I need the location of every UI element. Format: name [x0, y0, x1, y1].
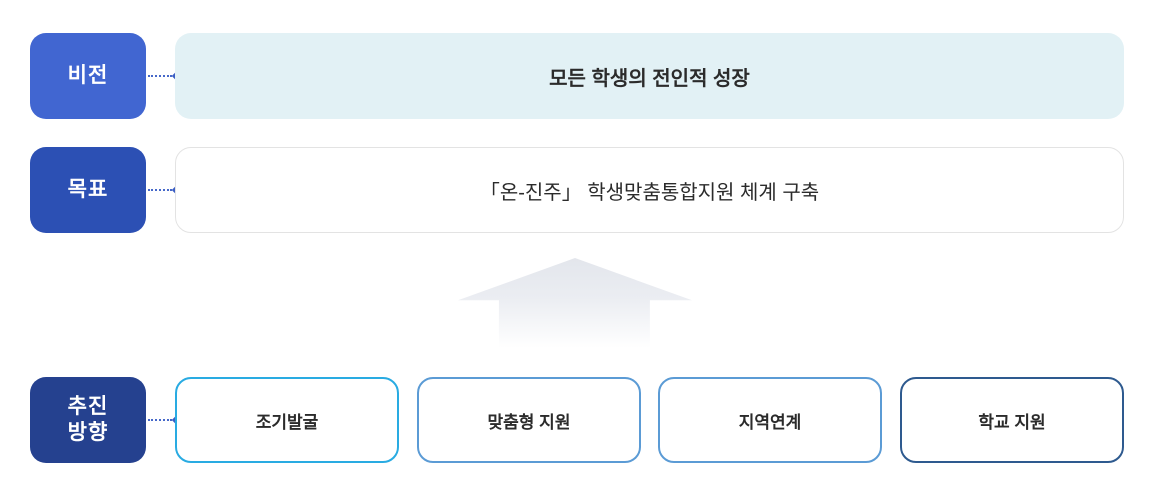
vision-content-box: 모든 학생의 전인적 성장: [175, 33, 1124, 119]
goal-content-box: 「온-진주」 학생맞춤통합지원 체계 구축: [175, 147, 1124, 233]
direction-item-regional-linkage: 지역연계: [658, 377, 882, 463]
direction-item-label: 지역연계: [738, 412, 802, 432]
direction-badge-label-line2: 방향: [67, 421, 109, 444]
goal-connector-dotted-line: [148, 185, 181, 195]
goal-content-text: 「온-진주」 학생맞춤통합지원 체계 구축: [479, 181, 820, 204]
direction-badge: 추진 방향: [30, 377, 146, 463]
up-arrow-icon: [458, 258, 692, 348]
direction-item-early-discovery: 조기발굴: [175, 377, 399, 463]
direction-item-school-support: 학교 지원: [900, 377, 1124, 463]
direction-connector-dotted-line: [148, 415, 181, 425]
goal-badge: 목표: [30, 147, 146, 233]
direction-item-label: 맞춤형 지원: [487, 412, 571, 432]
direction-badge-label-line1: 추진: [67, 394, 109, 418]
vision-badge: 비전: [30, 33, 146, 119]
direction-item-customized-support: 맞춤형 지원: [417, 377, 641, 463]
goal-badge-label: 목표: [67, 177, 109, 201]
direction-item-label: 조기발굴: [255, 412, 319, 432]
direction-item-label: 학교 지원: [978, 412, 1046, 432]
vision-badge-label: 비전: [67, 63, 109, 87]
vision-connector-dotted-line: [148, 71, 181, 81]
vision-content-text: 모든 학생의 전인적 성장: [549, 67, 750, 90]
